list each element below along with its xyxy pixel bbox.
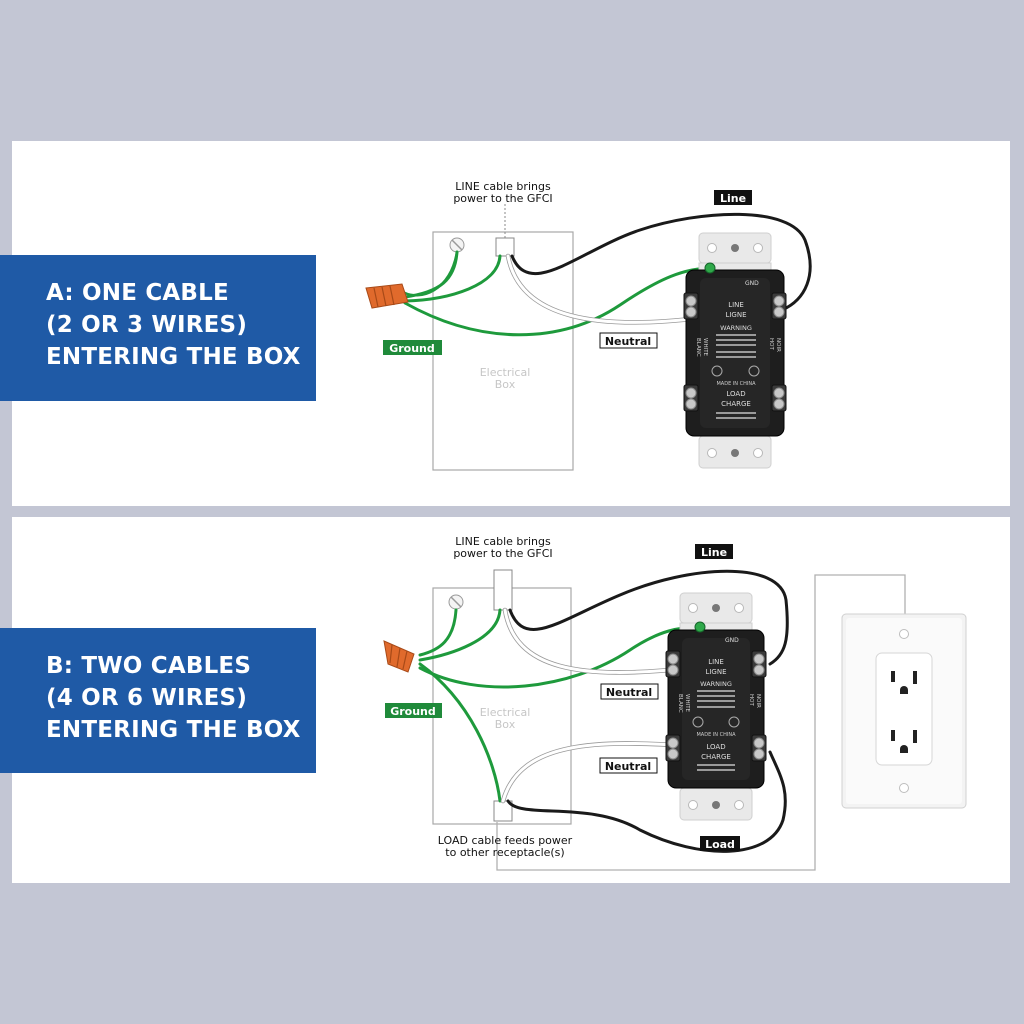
gfci-a-blanc: BLANC <box>695 338 701 357</box>
load-tag-b-text: Load <box>705 838 735 851</box>
gfci-b-line: LINE <box>708 658 724 666</box>
gfci-b-warning: WARNING <box>700 680 732 688</box>
ground-tag-b <box>385 703 442 718</box>
neutral-tag-a <box>599 332 658 349</box>
gfci-a-load: LOAD <box>726 390 745 398</box>
neutral-tag-a-text: Neutral <box>605 335 651 348</box>
box-label-b-1: Electrical <box>480 706 531 719</box>
neutral-tag-b-top-text: Neutral <box>606 686 652 699</box>
remote-receptacle <box>841 613 967 809</box>
gfci-a-gnd: GND <box>745 280 759 287</box>
gfci-b-made: MADE IN CHINA <box>696 732 736 738</box>
banner-b-line-1: B: TWO CABLES <box>46 653 252 679</box>
line-tag-a <box>714 190 752 205</box>
line-note-a-2: power to the GFCI <box>453 192 552 205</box>
line-tag-b-text: Line <box>701 546 727 559</box>
gfci-b-white: WHITE <box>684 694 690 713</box>
gfci-a-ligne: LIGNE <box>725 311 746 319</box>
gfci-device-a: GND LINE LIGNE WARNING WHITE BLANC HOT N… <box>683 232 787 469</box>
gfci-b-gnd: GND <box>725 637 739 644</box>
box-label-a-1: Electrical <box>480 366 531 379</box>
gfci-a-warning: WARNING <box>720 324 752 332</box>
line-note-b-2: power to the GFCI <box>453 547 552 560</box>
gfci-b-noir: NOIR <box>755 694 761 708</box>
outlet-bottom-icon <box>891 730 917 753</box>
banner-a-line-1: A: ONE CABLE <box>46 280 229 306</box>
green-ground-screw-icon <box>704 262 716 274</box>
gfci-a-hot: HOT <box>768 338 774 350</box>
gfci-b-hot: HOT <box>748 694 754 706</box>
ground-tag-a <box>383 340 442 355</box>
load-tag-b <box>700 836 740 851</box>
neutral-tag-b-bottom-text: Neutral <box>605 760 651 773</box>
banner-b-line-3: ENTERING THE BOX <box>46 717 301 743</box>
outlet-top-icon <box>891 671 917 694</box>
line-note-a-1: LINE cable brings <box>455 180 551 193</box>
gfci-b-ligne: LIGNE <box>705 668 726 676</box>
line-tag-b <box>695 544 733 559</box>
gfci-a-line: LINE <box>728 301 744 309</box>
gfci-a-made: MADE IN CHINA <box>716 381 756 387</box>
wire-nut-a-icon <box>365 283 409 309</box>
cable-clamp-a <box>495 237 515 257</box>
diagram-b: Electrical Box <box>383 535 967 871</box>
cable-clamp-b-top <box>493 569 513 611</box>
neutral-tag-b-top <box>600 683 659 700</box>
green-ground-screw-b-icon <box>694 621 706 633</box>
box-label-a-2: Box <box>495 378 516 391</box>
line-note-b-1: LINE cable brings <box>455 535 551 548</box>
gfci-a-white: WHITE <box>702 338 708 357</box>
banner-a: A: ONE CABLE (2 OR 3 WIRES) ENTERING THE… <box>0 255 316 401</box>
wire-nut-b-icon <box>383 640 415 673</box>
gfci-a-charge: CHARGE <box>721 400 751 408</box>
ground-tag-b-text: Ground <box>390 705 436 718</box>
neutral-tag-b-bottom <box>599 757 658 774</box>
banner-b-line-2: (4 OR 6 WIRES) <box>46 685 248 711</box>
banner-b: B: TWO CABLES (4 OR 6 WIRES) ENTERING TH… <box>0 628 316 773</box>
gfci-b-blanc: BLANC <box>677 694 683 713</box>
line-tag-a-text: Line <box>720 192 746 205</box>
box-label-b-2: Box <box>495 718 516 731</box>
gfci-b-charge: CHARGE <box>701 753 731 761</box>
banner-a-line-2: (2 OR 3 WIRES) <box>46 312 248 338</box>
gfci-b-load: LOAD <box>706 743 725 751</box>
diagram-a: Electrical Box <box>365 180 812 471</box>
gfci-device-b: GND LINE LIGNE WARNING WHITE BLANC HOT N… <box>665 592 767 821</box>
banner-a-line-3: ENTERING THE BOX <box>46 344 301 370</box>
load-note-b-2: to other receptacle(s) <box>445 846 564 859</box>
ground-tag-a-text: Ground <box>389 342 435 355</box>
load-note-b-1: LOAD cable feeds power <box>438 834 573 847</box>
gfci-a-noir: NOIR <box>775 338 781 352</box>
